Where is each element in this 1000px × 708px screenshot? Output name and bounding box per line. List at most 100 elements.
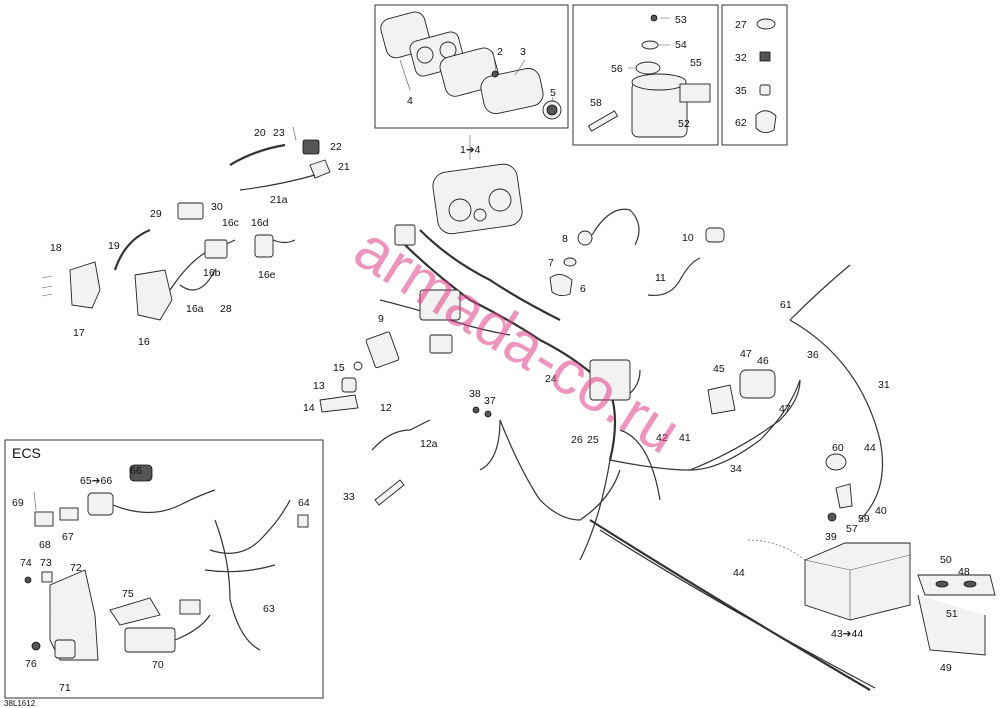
label-2: 2 xyxy=(497,46,503,58)
o-ring-27 xyxy=(756,18,776,30)
label-59: 59 xyxy=(858,513,870,525)
label-60: 60 xyxy=(832,442,844,454)
label-75: 75 xyxy=(122,588,134,600)
label-41: 41 xyxy=(679,432,691,444)
label-14: 14 xyxy=(303,402,315,414)
sensor-13 xyxy=(341,377,357,393)
sensor-12 xyxy=(371,419,431,451)
nut-7 xyxy=(563,257,577,267)
label-16: 16 xyxy=(138,336,150,348)
label-42: 42 xyxy=(656,432,668,444)
label-7: 7 xyxy=(548,257,554,269)
label-57: 57 xyxy=(846,523,858,535)
label-19: 19 xyxy=(108,240,120,252)
label-15: 15 xyxy=(333,362,345,374)
hose-20 xyxy=(229,143,286,166)
label-3: 3 xyxy=(520,46,526,58)
label-45: 45 xyxy=(713,363,725,375)
label-69: 69 xyxy=(12,497,24,509)
label-44b: 44 xyxy=(733,567,745,579)
label-53: 53 xyxy=(675,14,687,26)
battery-bracket-49 xyxy=(917,574,996,656)
label-16d: 16d xyxy=(251,217,269,229)
power-outlet-10 xyxy=(705,227,725,243)
clamp-57 xyxy=(835,483,853,509)
wire-21a xyxy=(239,174,316,191)
label-63: 63 xyxy=(263,603,275,615)
main-wiring-harness xyxy=(365,224,801,561)
label-31: 31 xyxy=(878,379,890,391)
label-34: 34 xyxy=(730,463,742,475)
label-71: 71 xyxy=(59,682,71,694)
label-4: 4 xyxy=(407,95,413,107)
label-66: 66 xyxy=(130,465,142,477)
label-65-to-66: 65➔66 xyxy=(80,475,112,487)
fuel-sender-exploded-parts xyxy=(587,14,711,138)
label-44a: 44 xyxy=(864,442,876,454)
label-47b: 47 xyxy=(779,403,791,415)
label-20: 20 xyxy=(254,127,266,139)
label-16e: 16e xyxy=(258,269,276,281)
label-48: 48 xyxy=(958,566,970,578)
label-61: 61 xyxy=(780,299,792,311)
label-37: 37 xyxy=(484,395,496,407)
screw-23 xyxy=(292,126,297,141)
clip-35 xyxy=(759,84,771,96)
clip-32 xyxy=(759,51,771,62)
label-23: 23 xyxy=(273,127,285,139)
label-36: 36 xyxy=(807,349,819,361)
label-43-to-44: 43➔44 xyxy=(831,628,863,640)
label-76: 76 xyxy=(25,658,37,670)
ecs-title: ECS xyxy=(12,445,41,461)
left-switch-assembly xyxy=(41,202,296,321)
cap-60 xyxy=(825,453,847,471)
label-70: 70 xyxy=(152,659,164,671)
label-40: 40 xyxy=(875,505,887,517)
label-13: 13 xyxy=(313,380,325,392)
label-58: 58 xyxy=(590,97,602,109)
wire-11 xyxy=(647,257,701,297)
label-51: 51 xyxy=(946,608,958,620)
small-parts-inset-frame xyxy=(721,4,788,146)
ecs-inset-frame xyxy=(4,439,324,699)
label-33: 33 xyxy=(343,491,355,503)
label-25: 25 xyxy=(587,434,599,446)
gauge-cluster-exploded-parts xyxy=(380,11,562,120)
label-11: 11 xyxy=(655,272,666,284)
ignition-switch-8 xyxy=(577,208,640,246)
label-56: 56 xyxy=(611,63,623,75)
label-73: 73 xyxy=(40,557,52,569)
label-30: 30 xyxy=(211,201,223,213)
label-64: 64 xyxy=(298,497,310,509)
label-55: 55 xyxy=(690,57,702,69)
gauge-inset-frame xyxy=(374,4,569,129)
label-35: 35 xyxy=(735,85,747,97)
cap-6 xyxy=(549,274,573,297)
label-72: 72 xyxy=(70,562,82,574)
battery-cables xyxy=(589,264,884,691)
label-74: 74 xyxy=(20,557,32,569)
label-12a: 12a xyxy=(420,438,438,450)
fuel-sender-inset-frame xyxy=(572,4,719,146)
label-8: 8 xyxy=(562,233,568,245)
label-32: 32 xyxy=(735,52,747,64)
label-28: 28 xyxy=(220,303,232,315)
label-21a: 21a xyxy=(270,194,288,206)
label-50: 50 xyxy=(940,554,952,566)
label-21: 21 xyxy=(338,161,350,173)
gasket-62 xyxy=(755,110,777,133)
bracket-14 xyxy=(319,394,359,413)
label-16b: 16b xyxy=(203,267,221,279)
ecs-parts xyxy=(24,464,309,661)
label-27: 27 xyxy=(735,19,747,31)
label-54: 54 xyxy=(675,39,687,51)
label-16a: 16a xyxy=(186,303,204,315)
reference-code: 38L1612 xyxy=(4,699,36,708)
label-26: 26 xyxy=(571,434,583,446)
plug-22 xyxy=(302,139,320,155)
label-62: 62 xyxy=(735,117,747,129)
label-10: 10 xyxy=(682,232,694,244)
nut-15 xyxy=(353,361,363,371)
sensor-33 xyxy=(374,479,405,506)
